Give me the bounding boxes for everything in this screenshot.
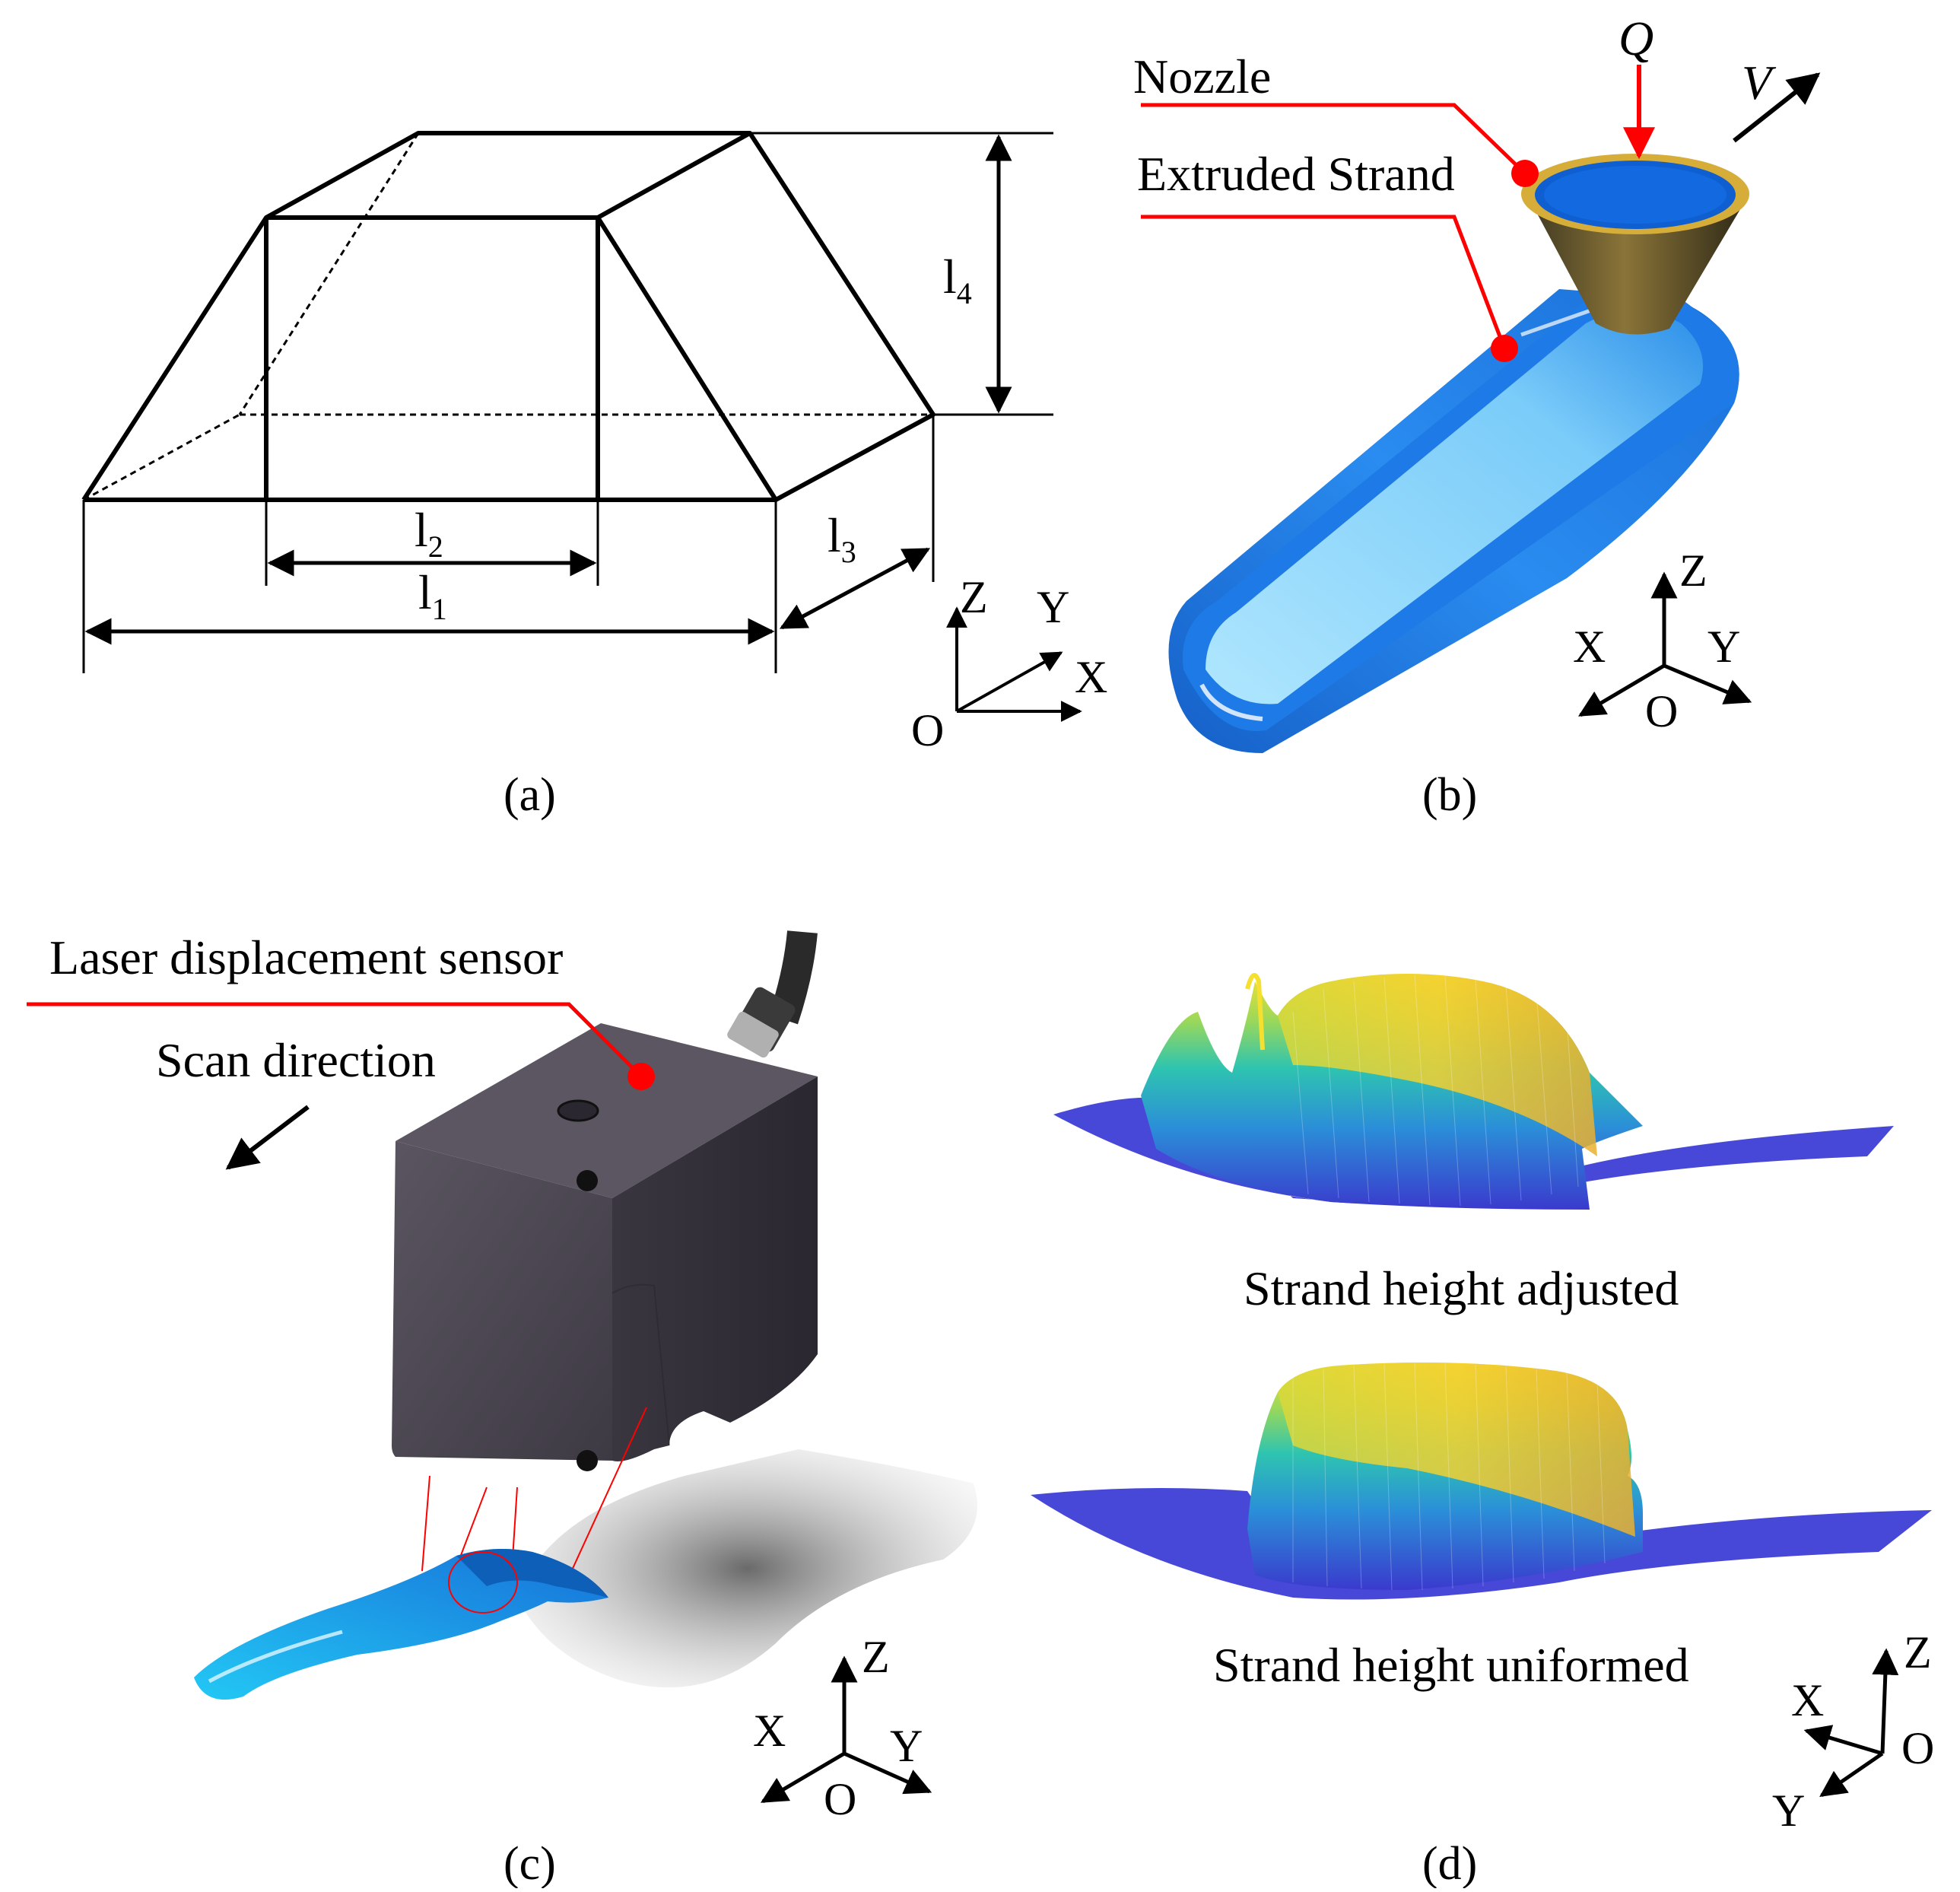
dim-l4-label: l4 — [943, 250, 972, 310]
axis-origin-label: O — [911, 705, 944, 755]
panel-c-axis-triad — [760, 1655, 932, 1804]
axis-y-label: Y — [1707, 622, 1740, 672]
dim-l2-label: l2 — [415, 503, 443, 564]
flow-q-label: Q — [1619, 11, 1653, 65]
axis-z-label: Z — [862, 1632, 890, 1682]
axis-origin-label: O — [1645, 686, 1678, 736]
axis-origin-label: O — [824, 1774, 856, 1824]
panel-c-caption: (c) — [504, 1838, 556, 1888]
sensor-cable — [727, 930, 818, 1058]
axis-y-label: Y — [1037, 582, 1069, 632]
axis-x-label: X — [1791, 1675, 1824, 1725]
axis-z-label: Z — [1904, 1627, 1932, 1677]
dim-l3-arrow — [779, 547, 931, 630]
velocity-arrow — [1733, 72, 1821, 143]
sensor-label: Laser displacement sensor — [49, 930, 563, 984]
nozzle-leader-dot — [1511, 160, 1539, 187]
scanned-strand — [194, 1549, 608, 1700]
scan-direction-label: Scan direction — [156, 1033, 436, 1087]
panel-d-caption: (d) — [1422, 1838, 1477, 1888]
panel-a-trapezoid-diagram: l4 l2 l1 l3 Z Y X O — [81, 131, 1107, 755]
sensor-shadow — [517, 1449, 977, 1688]
panel-a-axis-triad — [946, 606, 1082, 722]
axis-x-label: X — [1573, 622, 1606, 672]
scan-direction-arrow — [225, 1105, 310, 1170]
panel-d-axis-triad — [1803, 1648, 1899, 1798]
trapezoid-solid-edges — [81, 131, 936, 502]
sensor-leader-line — [27, 1002, 643, 1078]
strand-leader-line — [1141, 215, 1507, 349]
sensor-leader-dot — [627, 1063, 655, 1090]
axis-x-label: X — [1075, 652, 1107, 702]
surface-height-uniformed — [1031, 1363, 1932, 1600]
trapezoid-hidden-edges — [83, 132, 933, 501]
surface-bottom-label: Strand height uniformed — [1213, 1638, 1689, 1692]
velocity-v-label: V — [1742, 56, 1777, 110]
panel-a-caption: (a) — [504, 769, 556, 821]
panel-b-extrusion-render: Nozzle Extruded Strand Q V Z X Y O — [1133, 11, 1821, 753]
nozzle — [1521, 154, 1749, 335]
panel-c-sensor-render: Laser displacement sensor Scan direction… — [27, 930, 977, 1824]
dim-l3-label: l3 — [828, 508, 856, 569]
axis-y-label: Y — [1772, 1785, 1805, 1836]
axis-x-label: X — [753, 1706, 786, 1756]
axis-z-label: Z — [960, 572, 988, 622]
surface-height-adjusted — [1053, 973, 1894, 1210]
surface-top-label: Strand height adjusted — [1244, 1261, 1679, 1315]
panel-b-axis-triad — [1577, 571, 1752, 717]
strand-leader-dot — [1491, 335, 1518, 362]
nozzle-label: Nozzle — [1133, 49, 1271, 103]
extruded-strand — [1168, 285, 1739, 753]
axis-z-label: Z — [1679, 545, 1707, 596]
laser-sensor-body — [392, 1023, 818, 1471]
extruded-strand-label: Extruded Strand — [1137, 147, 1455, 201]
nozzle-leader-line — [1141, 103, 1526, 175]
axis-y-label: Y — [890, 1721, 923, 1771]
panel-d-surface-plots: Strand height adjusted Strand height uni… — [1031, 973, 1934, 1836]
dim-l1-label: l1 — [418, 565, 447, 626]
panel-b-caption: (b) — [1422, 769, 1477, 821]
axis-origin-label: O — [1901, 1723, 1934, 1773]
